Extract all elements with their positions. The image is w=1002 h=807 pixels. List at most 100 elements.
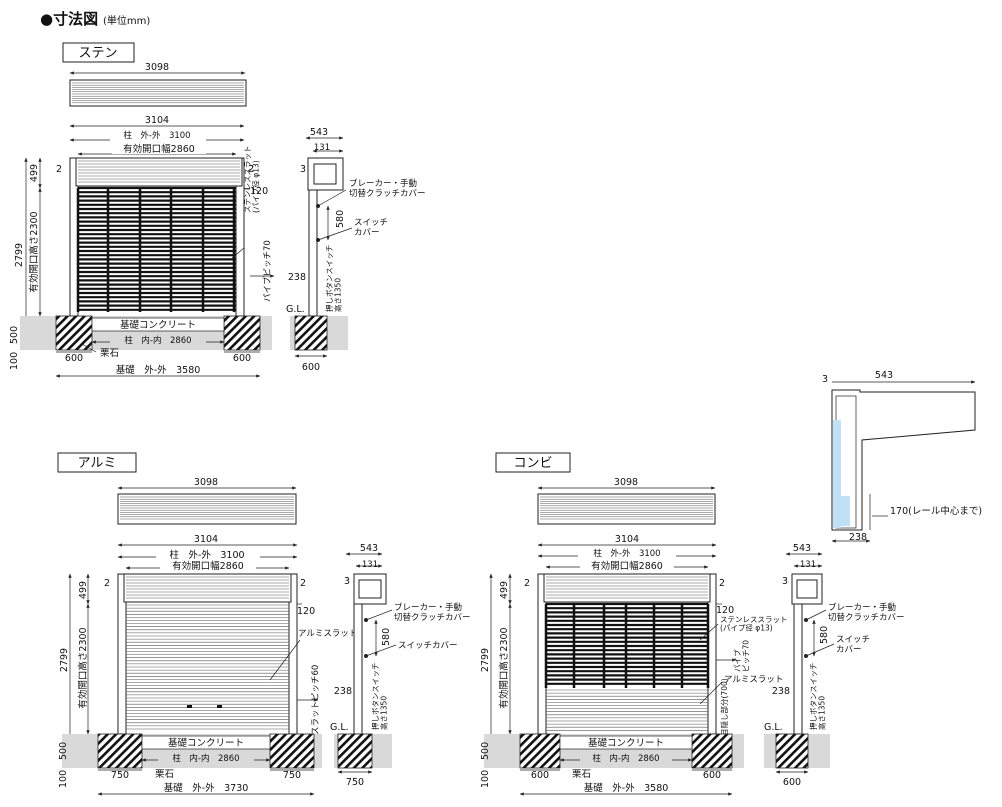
section-label: アルミ [78, 456, 117, 471]
gravel: 栗石 [100, 348, 119, 359]
depth-500: 500 [480, 742, 491, 760]
section-combi: コンビ 3098 3104 柱 外-外 3100 有効開口幅2860 2 2 1… [480, 452, 905, 796]
switch-gap: 580 [381, 628, 392, 646]
breaker: ブレーカー・手動切替クラッチカバー [349, 178, 426, 199]
box-height: 499 [78, 581, 89, 599]
gl: G.L. [764, 722, 783, 733]
gravel: 栗石 [572, 769, 591, 780]
total-height: 2799 [480, 648, 491, 672]
button-height: 238 [772, 686, 790, 697]
side-top: 3 [782, 576, 788, 587]
opening-height: 有効開口高さ2300 [28, 211, 40, 292]
foot-right: 750 [283, 770, 301, 781]
post-inner: 柱 内-内 2860 [124, 335, 191, 346]
opening-width: 有効開口幅2860 [591, 560, 663, 572]
switch-gap: 580 [335, 210, 346, 228]
total-height: 2799 [59, 648, 70, 672]
window-note: 目隠し部分(700) [719, 678, 729, 736]
rail-gap: 120 [716, 605, 734, 616]
section-detail: 3 543 170(レール中心まで) 238 [822, 370, 982, 543]
side-depth: 543 [310, 127, 328, 138]
top-gap-left: 2 [524, 578, 530, 589]
box-height: 499 [29, 164, 40, 182]
side-top: 3 [344, 576, 350, 587]
gl: G.L. [286, 304, 305, 315]
slat-note: ステンレススラット(パイプ径 φ13) [720, 615, 788, 633]
opening-width: 有効開口幅2860 [123, 143, 195, 155]
foundation-label: 基礎コンクリート [168, 737, 244, 749]
depth-100: 100 [58, 770, 69, 788]
top-gap-right: 2 [248, 164, 254, 175]
top-gap-right: 2 [719, 578, 725, 589]
switch-gap: 580 [819, 626, 830, 644]
section-label: ステン [78, 46, 117, 61]
roof-plan [537, 493, 716, 525]
depth-500: 500 [9, 326, 20, 344]
roof-plan [69, 79, 247, 107]
detail-bottom: 238 [849, 532, 867, 543]
overall-width: 3104 [194, 534, 218, 545]
foot-left: 600 [65, 353, 83, 364]
button-note: 押しボタンスイッチ高さ1350 [324, 245, 343, 312]
button-height: 238 [334, 686, 352, 697]
foundation-label: 基礎コンクリート [120, 319, 196, 331]
side-foot: 750 [346, 777, 364, 788]
switch: スイッチカバー [354, 218, 388, 238]
foundation-outer: 基礎 外-外 3730 [164, 782, 249, 794]
slat-note: ステンレススラット(パイプ径 φ13) [243, 146, 261, 214]
roof-plan [117, 493, 297, 525]
detail-rail: 170(レール中心まで) [890, 505, 982, 517]
depth-100: 100 [480, 770, 491, 788]
pipe-pitch: パイプピッチ70 [733, 640, 751, 672]
breaker: ブレーカー・手動切替クラッチカバー [394, 602, 471, 623]
alumi-note: アルミスラット [724, 675, 783, 685]
opening-height: 有効開口高さ2300 [77, 627, 89, 708]
unit-note: (単位mm) [103, 14, 150, 27]
side-top: 3 [300, 164, 306, 175]
pipe-pitch: パイプピッチ70 [263, 240, 273, 302]
section-sten: ステン 3098 3104 柱 外-外 3100 有効開口幅2860 2 2 1… [9, 42, 426, 378]
post-outer: 柱 外-外 3100 [593, 548, 660, 559]
side-box: 131 [800, 560, 816, 570]
button-note: 押しボタンスイッチ高さ1350 [370, 663, 389, 730]
section-label: コンビ [513, 456, 552, 471]
breaker: ブレーカー・手動切替クラッチカバー [828, 602, 905, 623]
foundation-label: 基礎コンクリート [588, 737, 664, 749]
switch: スイッチカバー [836, 635, 870, 655]
foot-right: 600 [703, 770, 721, 781]
slat-note: アルミスラット [298, 629, 357, 639]
post-outer: 柱 外-外 3100 [169, 549, 244, 561]
top-gap-left: 2 [56, 164, 62, 175]
side-box: 131 [314, 143, 330, 153]
detail-depth: 543 [875, 370, 893, 381]
section-label-box [62, 42, 135, 63]
top-gap-left: 2 [104, 578, 110, 589]
side-foot: 600 [783, 777, 801, 788]
gravel: 栗石 [155, 769, 174, 780]
foot-right: 600 [233, 353, 251, 364]
roof-width: 3098 [145, 62, 169, 73]
foundation-outer: 基礎 外-外 3580 [584, 782, 669, 794]
side-box: 131 [362, 560, 378, 570]
button-height: 238 [288, 272, 306, 283]
opening-width: 有効開口幅2860 [172, 560, 244, 572]
gl: G.L. [330, 722, 349, 733]
foundation-outer: 基礎 外-外 3580 [116, 364, 201, 376]
top-gap-right: 2 [300, 578, 306, 589]
rail-gap: 120 [250, 186, 268, 197]
side-depth: 543 [793, 543, 811, 554]
rail-gap: 120 [297, 606, 315, 617]
roof-width: 3098 [194, 477, 218, 488]
side-view: 543 131 3 ブレーカー・手動切替クラッチカバー 580 スイッチカバー … [330, 543, 471, 788]
total-height: 2799 [14, 243, 25, 267]
side-view: 543 131 3 ブレーカー・手動切替クラッチカバー 580 スイッチカバー … [286, 127, 426, 373]
post-outer: 柱 外-外 3100 [123, 130, 190, 141]
side-foot: 600 [302, 362, 320, 373]
detail-top: 3 [822, 374, 828, 385]
box-height: 499 [499, 581, 510, 599]
section-alumi: アルミ 3098 3104 柱 外-外 3100 有効開口幅2860 2 2 1… [57, 452, 471, 796]
depth-100: 100 [9, 352, 20, 370]
opening-height: 有効開口高さ2300 [498, 627, 510, 708]
foot-left: 600 [531, 770, 549, 781]
